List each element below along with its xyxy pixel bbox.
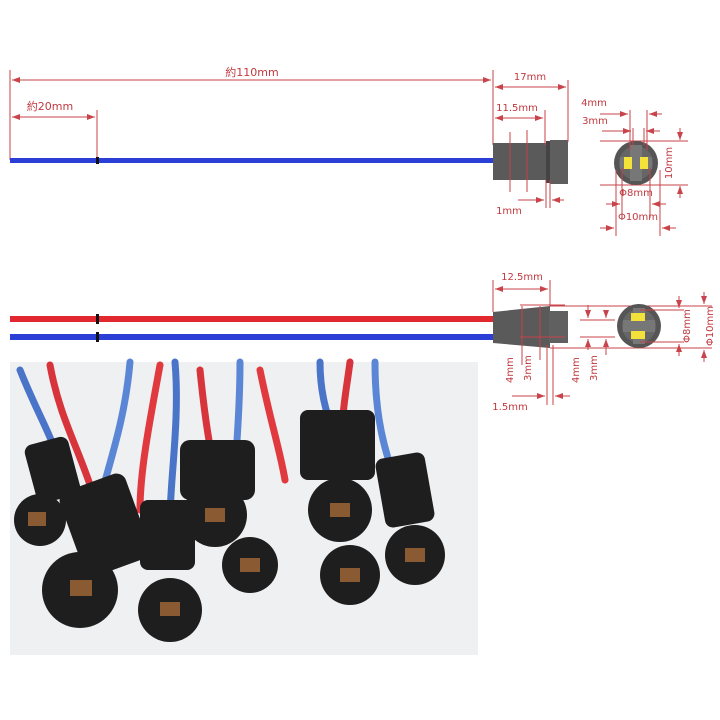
height-label: 10mm bbox=[664, 147, 675, 179]
side-slot-outer-label: 4mm bbox=[505, 357, 516, 383]
connector-length-label: 17mm bbox=[514, 72, 546, 83]
gap-label: 1.5mm bbox=[492, 402, 527, 413]
inner-diameter-label: Φ8mm bbox=[619, 188, 653, 199]
face-slot-outer-label: 4mm bbox=[571, 357, 582, 383]
slot-outer-label: 4mm bbox=[581, 98, 607, 109]
blue-wire bbox=[10, 158, 494, 163]
slot-inner-label: 3mm bbox=[582, 116, 608, 127]
marker-length-label: 約20mm bbox=[27, 99, 73, 113]
side-slot-inner-label: 3mm bbox=[523, 355, 534, 381]
connector-side-view: 17mm 11.5mm 1mm bbox=[493, 72, 569, 217]
wire-marker bbox=[96, 314, 99, 324]
connector-front-view: 4mm 3mm 10mm Φ8mm Φ10mm bbox=[581, 98, 688, 236]
top-wire-diagram: 約110mm 約20mm 17mm 11.5mm 1mm bbox=[9, 65, 688, 236]
wire-marker bbox=[96, 157, 99, 164]
bottom-wire-diagram: 12.5mm 4mm 3mm 1.5mm 4mm 3mm bbox=[10, 272, 716, 413]
red-wire bbox=[10, 316, 494, 322]
wire-marker bbox=[96, 332, 99, 342]
flange-thickness-label: 1mm bbox=[496, 206, 522, 217]
outer-diameter-label: Φ10mm bbox=[705, 306, 716, 346]
blue-wire bbox=[10, 334, 494, 340]
product-photo bbox=[10, 358, 478, 655]
body-length-label: 12.5mm bbox=[501, 272, 543, 283]
outer-diameter-label: Φ10mm bbox=[618, 212, 658, 223]
face-slot-inner-label: 3mm bbox=[589, 355, 600, 381]
body-length-label: 11.5mm bbox=[496, 103, 538, 114]
total-length-label: 約110mm bbox=[225, 65, 278, 79]
inner-diameter-label: Φ8mm bbox=[682, 309, 693, 343]
connector-front-view: 4mm 3mm Φ8mm Φ10mm bbox=[571, 292, 716, 383]
